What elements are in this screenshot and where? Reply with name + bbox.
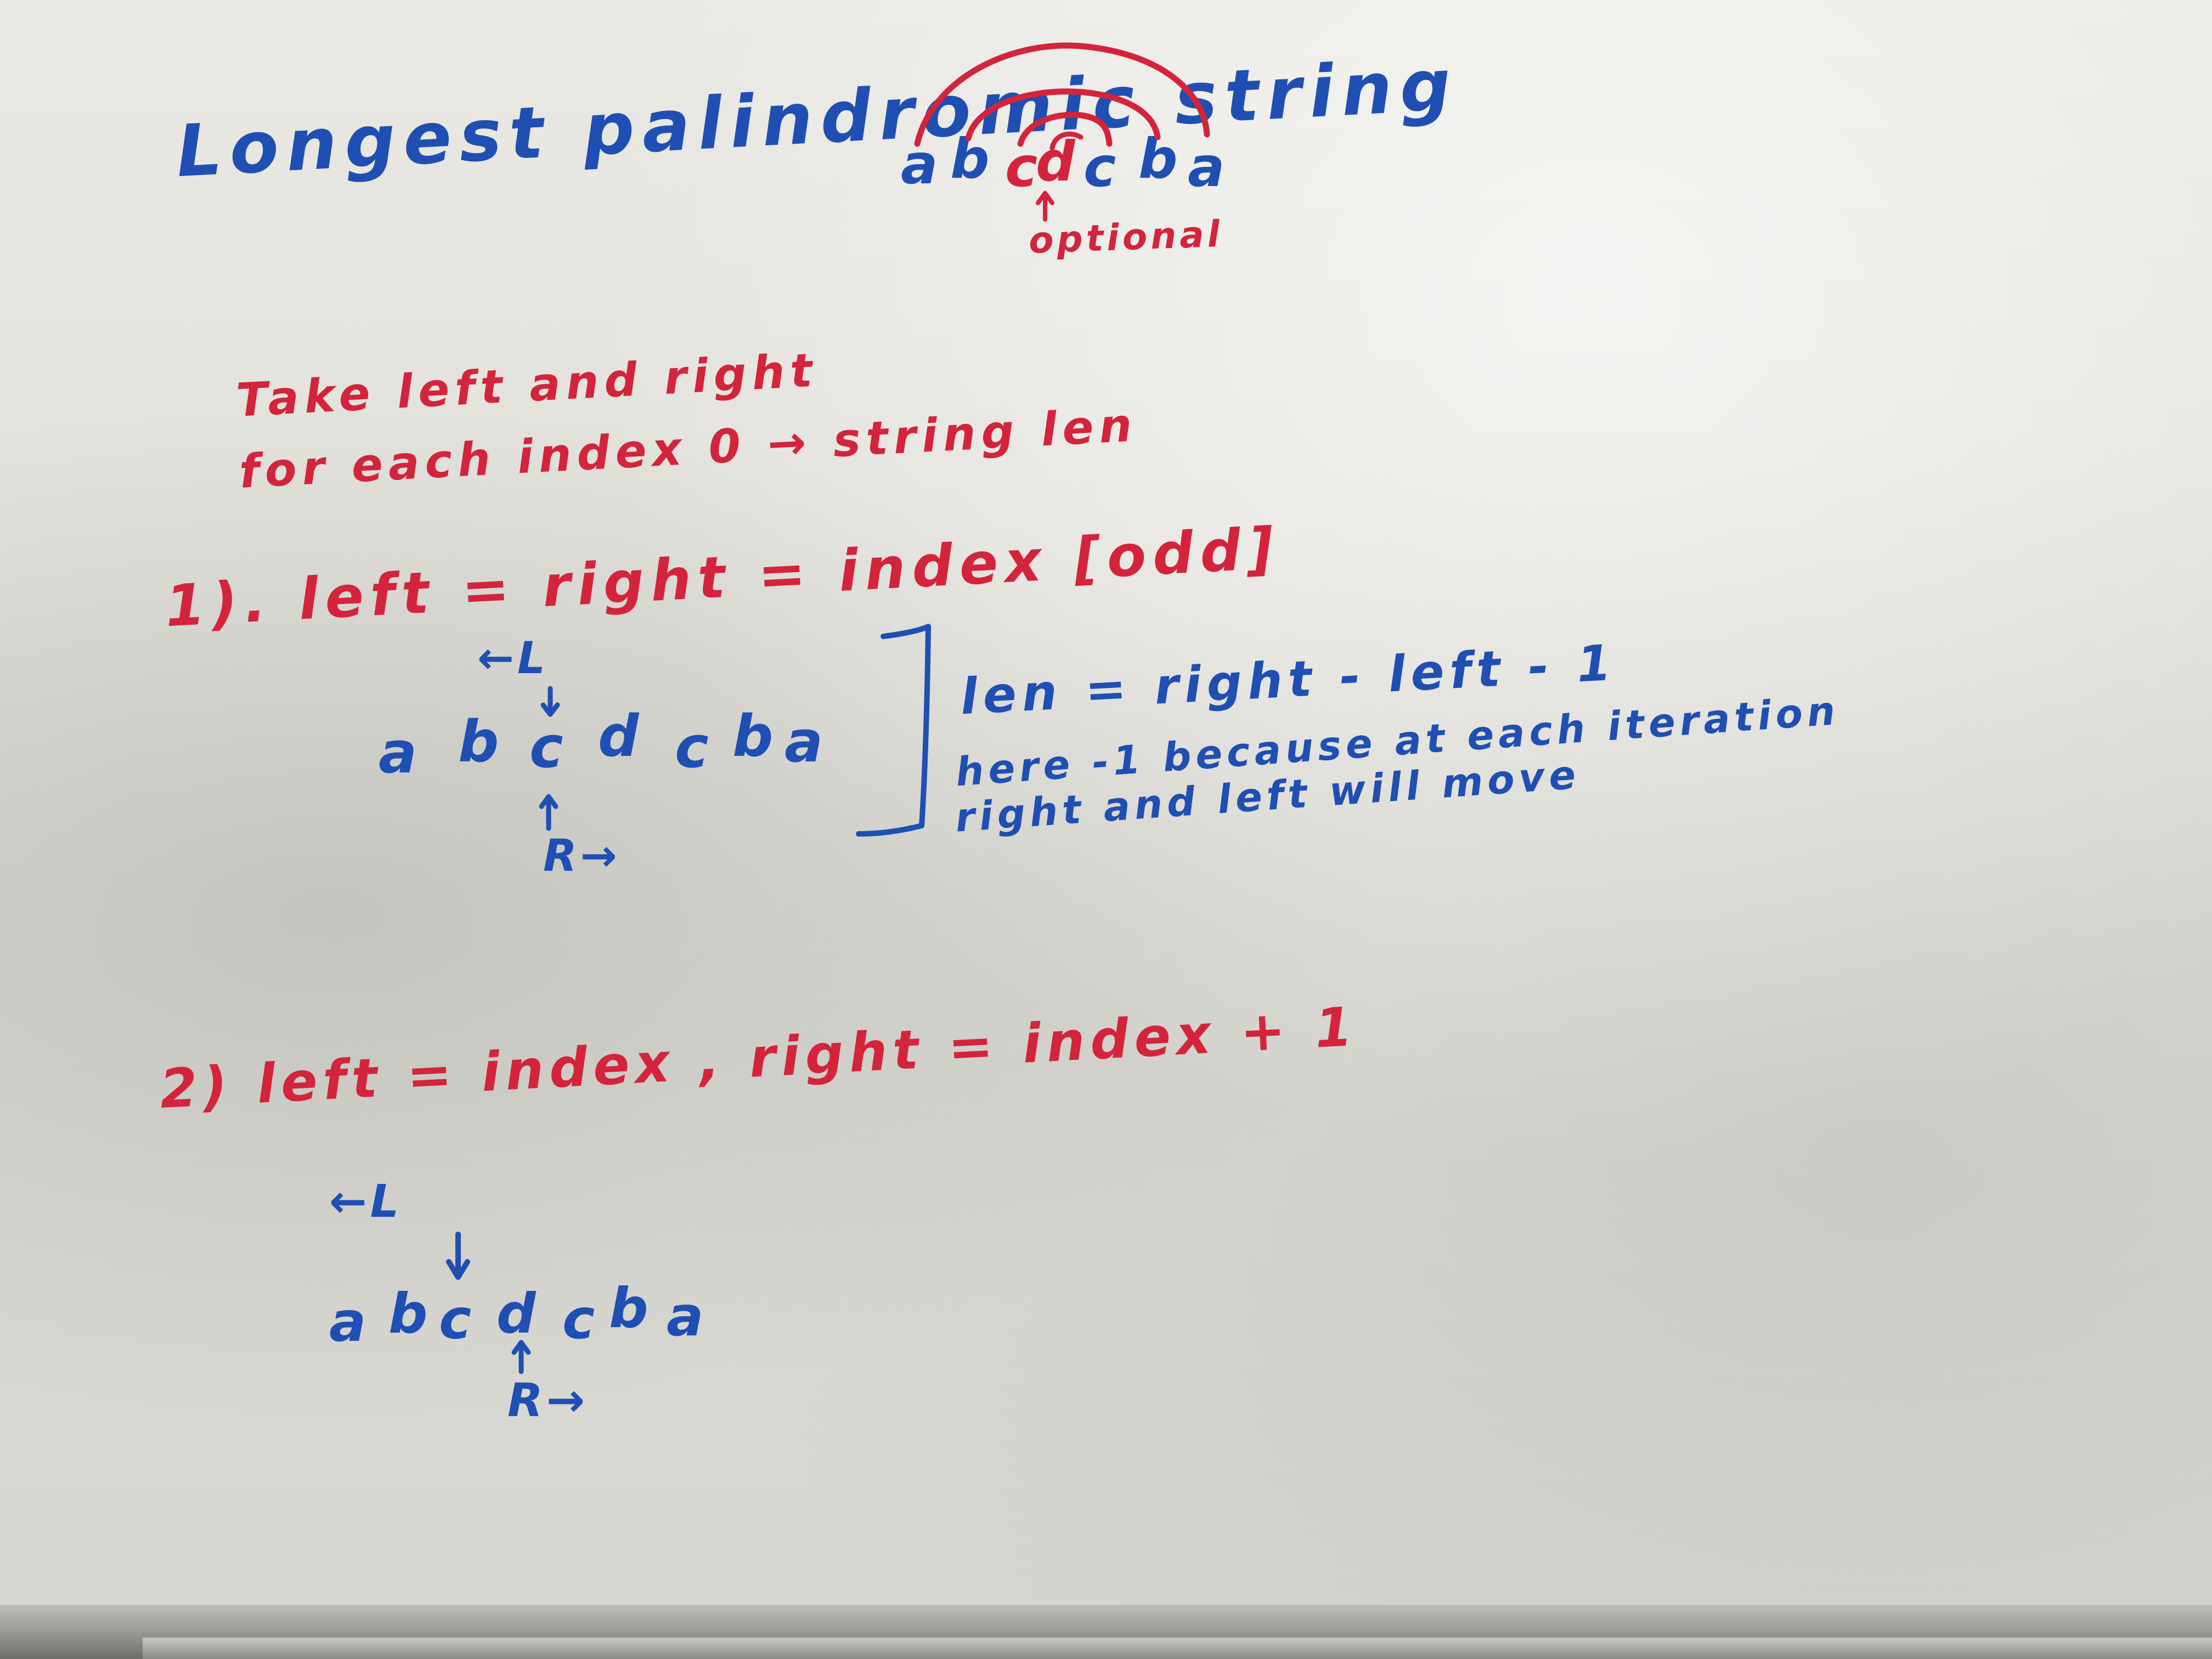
case1-letter-3: c: [529, 714, 567, 781]
case1-letter-2: b: [458, 708, 503, 775]
case2-letter-7: a: [667, 1284, 707, 1348]
case1-letter-1: a: [379, 719, 421, 786]
case2-pointer-right: R→: [507, 1373, 589, 1427]
case2-letter-2: b: [388, 1282, 431, 1346]
case1-up-arrow: [539, 794, 558, 831]
case1-pointer-right: R→: [543, 830, 620, 881]
arc-center: [1049, 131, 1084, 151]
case2-letter-4: d: [496, 1282, 539, 1346]
case2-down-arrow: [446, 1232, 470, 1280]
case1-down-arrow: [540, 686, 560, 717]
marker-tray-lip: [143, 1638, 2212, 1659]
case1-bracket: [856, 624, 931, 837]
case1-letter-6: b: [732, 703, 777, 770]
case2-letter-6: b: [609, 1276, 652, 1340]
optional-arrow: [1036, 191, 1054, 222]
arc-middle: [965, 88, 1161, 142]
case2-letter-5: c: [562, 1287, 599, 1351]
case1-letter-5: c: [675, 714, 712, 781]
top-letter-7: a: [1188, 135, 1228, 199]
top-letter-6: b: [1138, 127, 1181, 191]
case1-pointer-left: ←L: [477, 633, 549, 684]
case2-up-arrow: [511, 1340, 531, 1374]
top-letter-5: c: [1084, 135, 1120, 199]
case2-pointer-left: ←L: [329, 1176, 402, 1228]
case2-letter-3: c: [439, 1287, 475, 1351]
case1-letter-7: a: [785, 708, 827, 775]
case1-letter-4: d: [598, 703, 642, 770]
arc-inner: [1017, 111, 1113, 147]
top-letter-3: c: [1005, 135, 1041, 199]
arc-outer: [914, 42, 1210, 147]
top-letter-1: a: [901, 132, 941, 196]
case2-letter-1: a: [329, 1290, 370, 1354]
